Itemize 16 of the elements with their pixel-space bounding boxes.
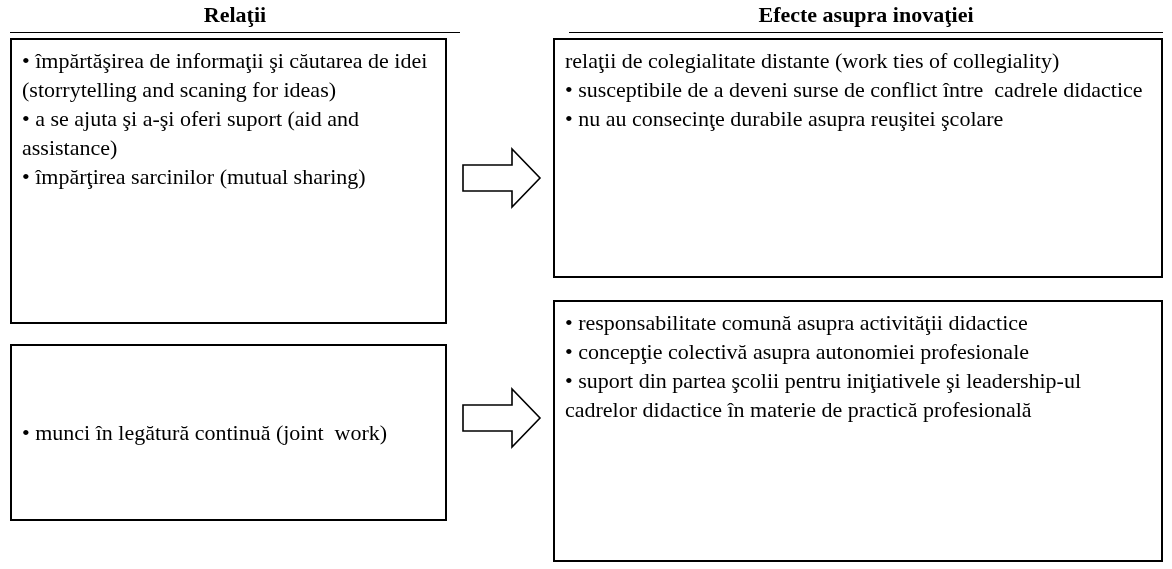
text-box	[10, 344, 447, 521]
bullet-text: • munci în legătură continuă (joint work)	[22, 419, 389, 447]
bullet-text: • susceptibile de a deveni surse de conflict între cadrele didactice	[565, 76, 1144, 104]
bullet-text: relaţii de colegialitate distante (work ties of collegiality)	[565, 47, 1061, 75]
bullet-text: • concepţie colectivă asupra autonomiei profesionale	[565, 338, 1030, 366]
text-box	[553, 300, 1163, 562]
bullet-text: • a se ajuta şi a-şi oferi suport (aid and assistance)	[22, 105, 360, 162]
bullet-text: • nu au consecinţe durabile asupra reuşitei şcolare	[565, 105, 1005, 133]
text-box	[10, 38, 447, 324]
block-arrow	[462, 147, 542, 209]
bullet-text: • împărţirea sarcinilor (mutual sharing)	[22, 163, 367, 191]
bullet-text: • responsabilitate comună asupra activităţii didactice	[565, 309, 1029, 337]
bullet-text: • împărtăşirea de informaţii şi căutarea de idei (storrytelling and scaning for ideas)	[22, 47, 429, 104]
block-arrow	[462, 387, 542, 449]
text-box	[553, 38, 1163, 278]
bullet-text: • suport din partea şcolii pentru iniţiativele şi leadership-ul cadrelor didactice în materie de practică profesională	[565, 367, 1082, 424]
